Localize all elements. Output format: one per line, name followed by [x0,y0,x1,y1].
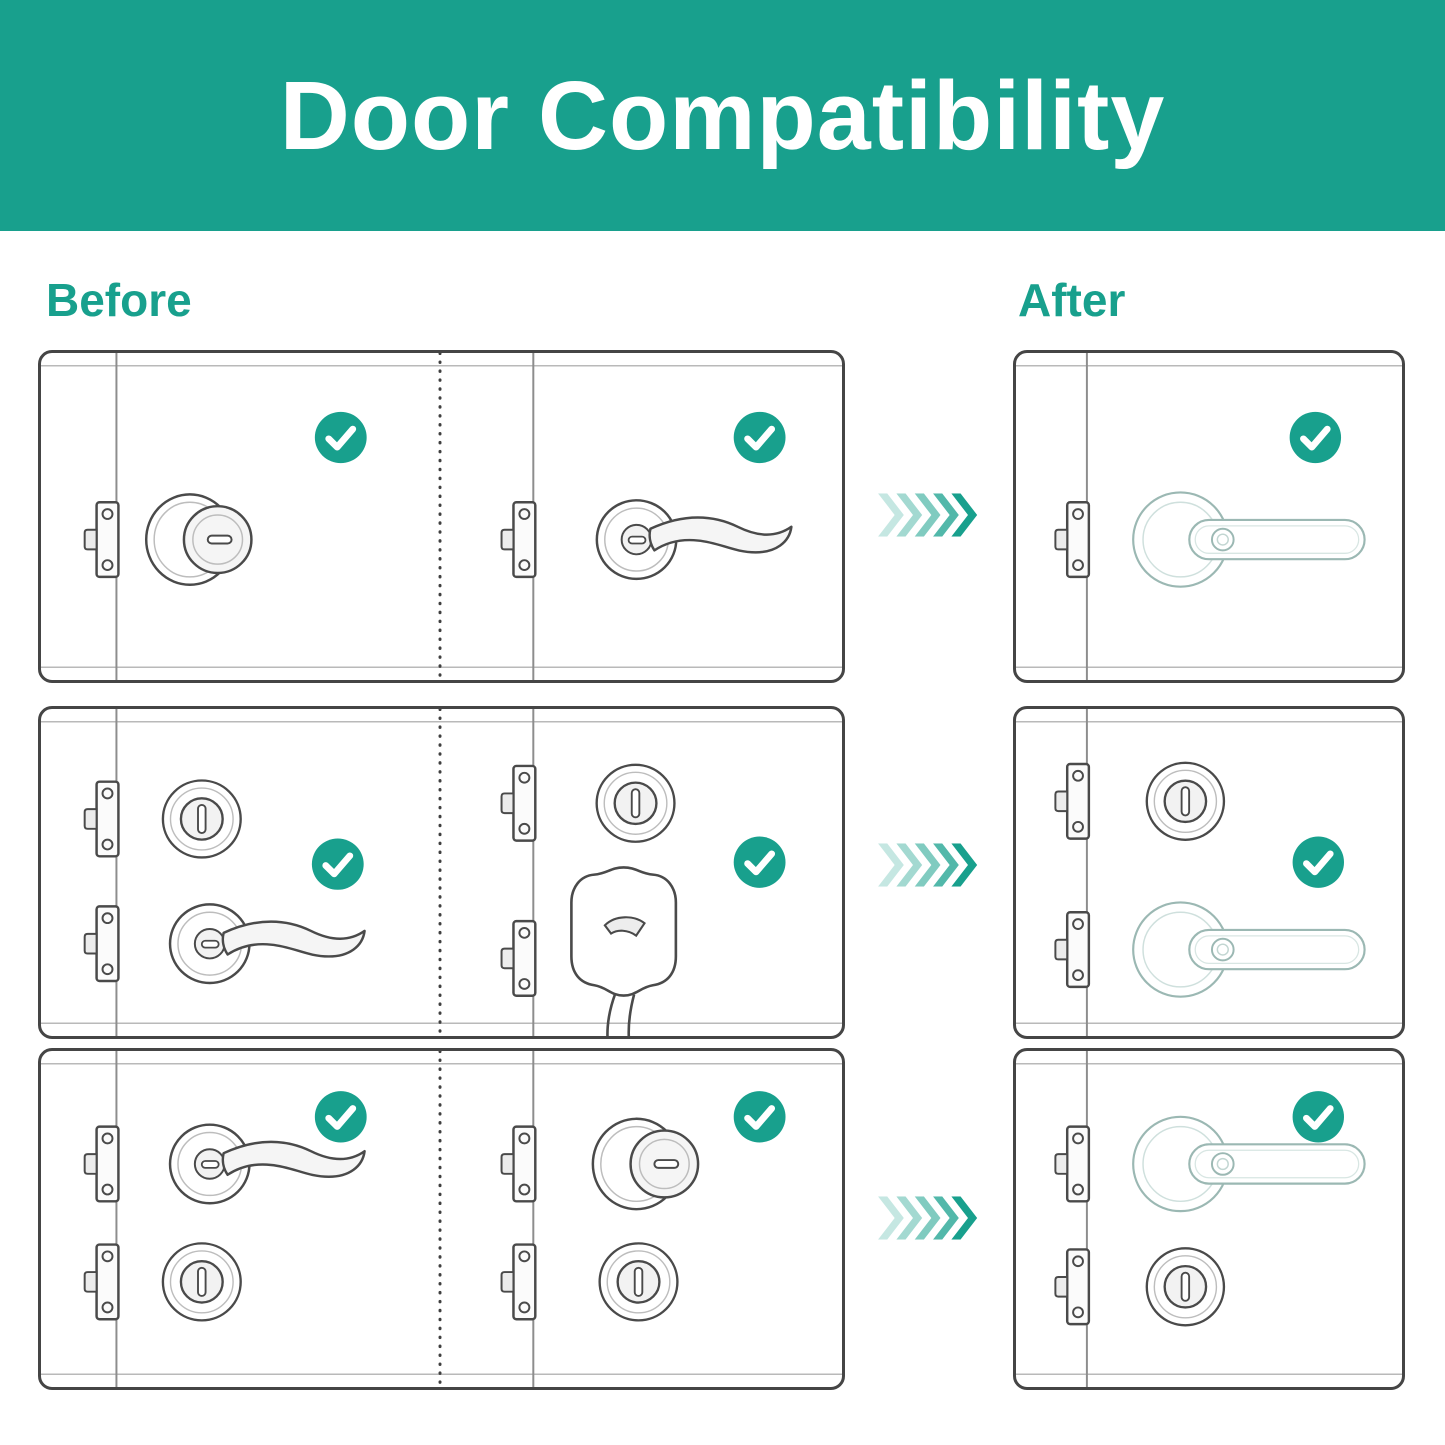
check-circle-icon [734,1091,786,1142]
before-row1-illustration [41,353,842,680]
latch-plate-icon [83,501,120,579]
check-circle-icon [734,837,786,888]
before-row3-illustration [41,1051,842,1387]
latch-plate-icon [83,780,120,858]
after-row2-illustration [1016,709,1402,1036]
before-row1-right-door [500,353,793,680]
latch-plate-icon [500,1125,537,1203]
before-row3-right-door [500,1051,786,1387]
latch-plate-icon [500,1243,537,1321]
door-knob-illustration [144,493,253,586]
latch-plate-icon [500,764,537,842]
after-panel-row3 [1013,1048,1405,1390]
check-circle-icon [1293,1091,1344,1142]
after-row1-illustration [1016,353,1402,680]
transition-arrow-row3 [878,1192,978,1244]
deadbolt-illustration [1145,761,1226,841]
after-panel-row1 [1013,350,1405,683]
lever-handle-illustration [168,903,366,985]
latch-plate-icon [83,1125,120,1203]
before-panel-row1 [38,350,845,683]
latch-plate-icon [500,501,537,579]
check-circle-icon [315,412,367,463]
page-title: Door Compatibility [279,60,1166,170]
before-row2-right-door [500,709,786,1036]
check-circle-icon [734,412,786,463]
deadbolt-illustration [161,1242,242,1322]
check-circle-icon [315,1091,367,1142]
after-row3-illustration [1016,1051,1402,1387]
latch-plate-icon [1054,1248,1091,1326]
header-banner: Door Compatibility [0,0,1445,231]
deadbolt-illustration [1145,1247,1226,1327]
latch-plate-icon [500,919,537,997]
transition-arrow-row2 [878,839,978,891]
latch-plate-icon [1054,501,1091,579]
chevron-right-arrows-icon [878,1196,978,1240]
before-row2-illustration [41,709,842,1036]
before-panel-row3 [38,1048,845,1390]
before-panel-row2 [38,706,845,1039]
deadbolt-illustration [161,779,242,859]
check-circle-icon [1293,837,1344,888]
latch-plate-icon [1054,1125,1091,1203]
deadbolt-illustration [598,1242,679,1322]
chevron-right-arrows-icon [878,843,978,887]
before-label: Before [46,274,192,326]
latch-plate-icon [1054,911,1091,989]
lever-handle-illustration [595,499,793,581]
before-row1-left-door [83,353,367,680]
transition-arrow-row1 [878,489,978,541]
deadbolt-illustration [595,763,676,843]
after-label: After [1018,274,1126,326]
latch-plate-icon [83,905,120,983]
check-circle-icon [312,839,364,890]
latch-plate-icon [83,1243,120,1321]
smart-fingerprint-lever-illustration [1132,901,1366,998]
check-circle-icon [1290,412,1341,463]
door-knob-illustration [591,1117,700,1211]
smart-fingerprint-lever-illustration [1132,491,1366,588]
after-panel-row2 [1013,706,1405,1039]
before-row2-left-door [83,709,366,1036]
chevron-right-arrows-icon [878,493,978,537]
latch-plate-icon [1054,762,1091,840]
handleset-illustration [570,866,678,1036]
before-row3-left-door [83,1051,367,1387]
